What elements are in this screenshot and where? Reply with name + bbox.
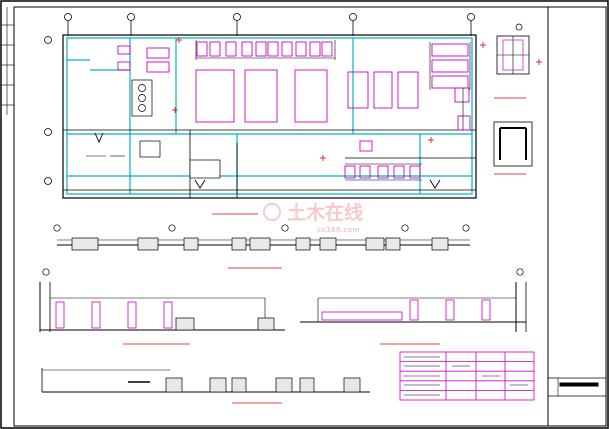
axis-markers-left	[44, 36, 52, 185]
floor-plan	[44, 13, 542, 199]
watermark: 土木在线 co188.com	[263, 201, 363, 234]
legend-table	[399, 351, 535, 401]
axis-markers-top	[64, 13, 475, 36]
watermark-logo-text: 土木在线	[287, 201, 363, 224]
fixtures	[117, 41, 471, 179]
detail-upper-right	[494, 23, 530, 99]
detail-lower-right	[493, 121, 533, 175]
section-elevation-1	[53, 224, 470, 269]
section-elevation-4	[41, 368, 370, 404]
section-elevation-3	[300, 268, 527, 345]
axis-dimension-marks	[172, 37, 542, 161]
title-block	[548, 377, 606, 397]
watermark-sub-text: co188.com	[317, 226, 359, 234]
section-elevation-2	[39, 268, 285, 345]
wall-lines	[66, 37, 473, 195]
